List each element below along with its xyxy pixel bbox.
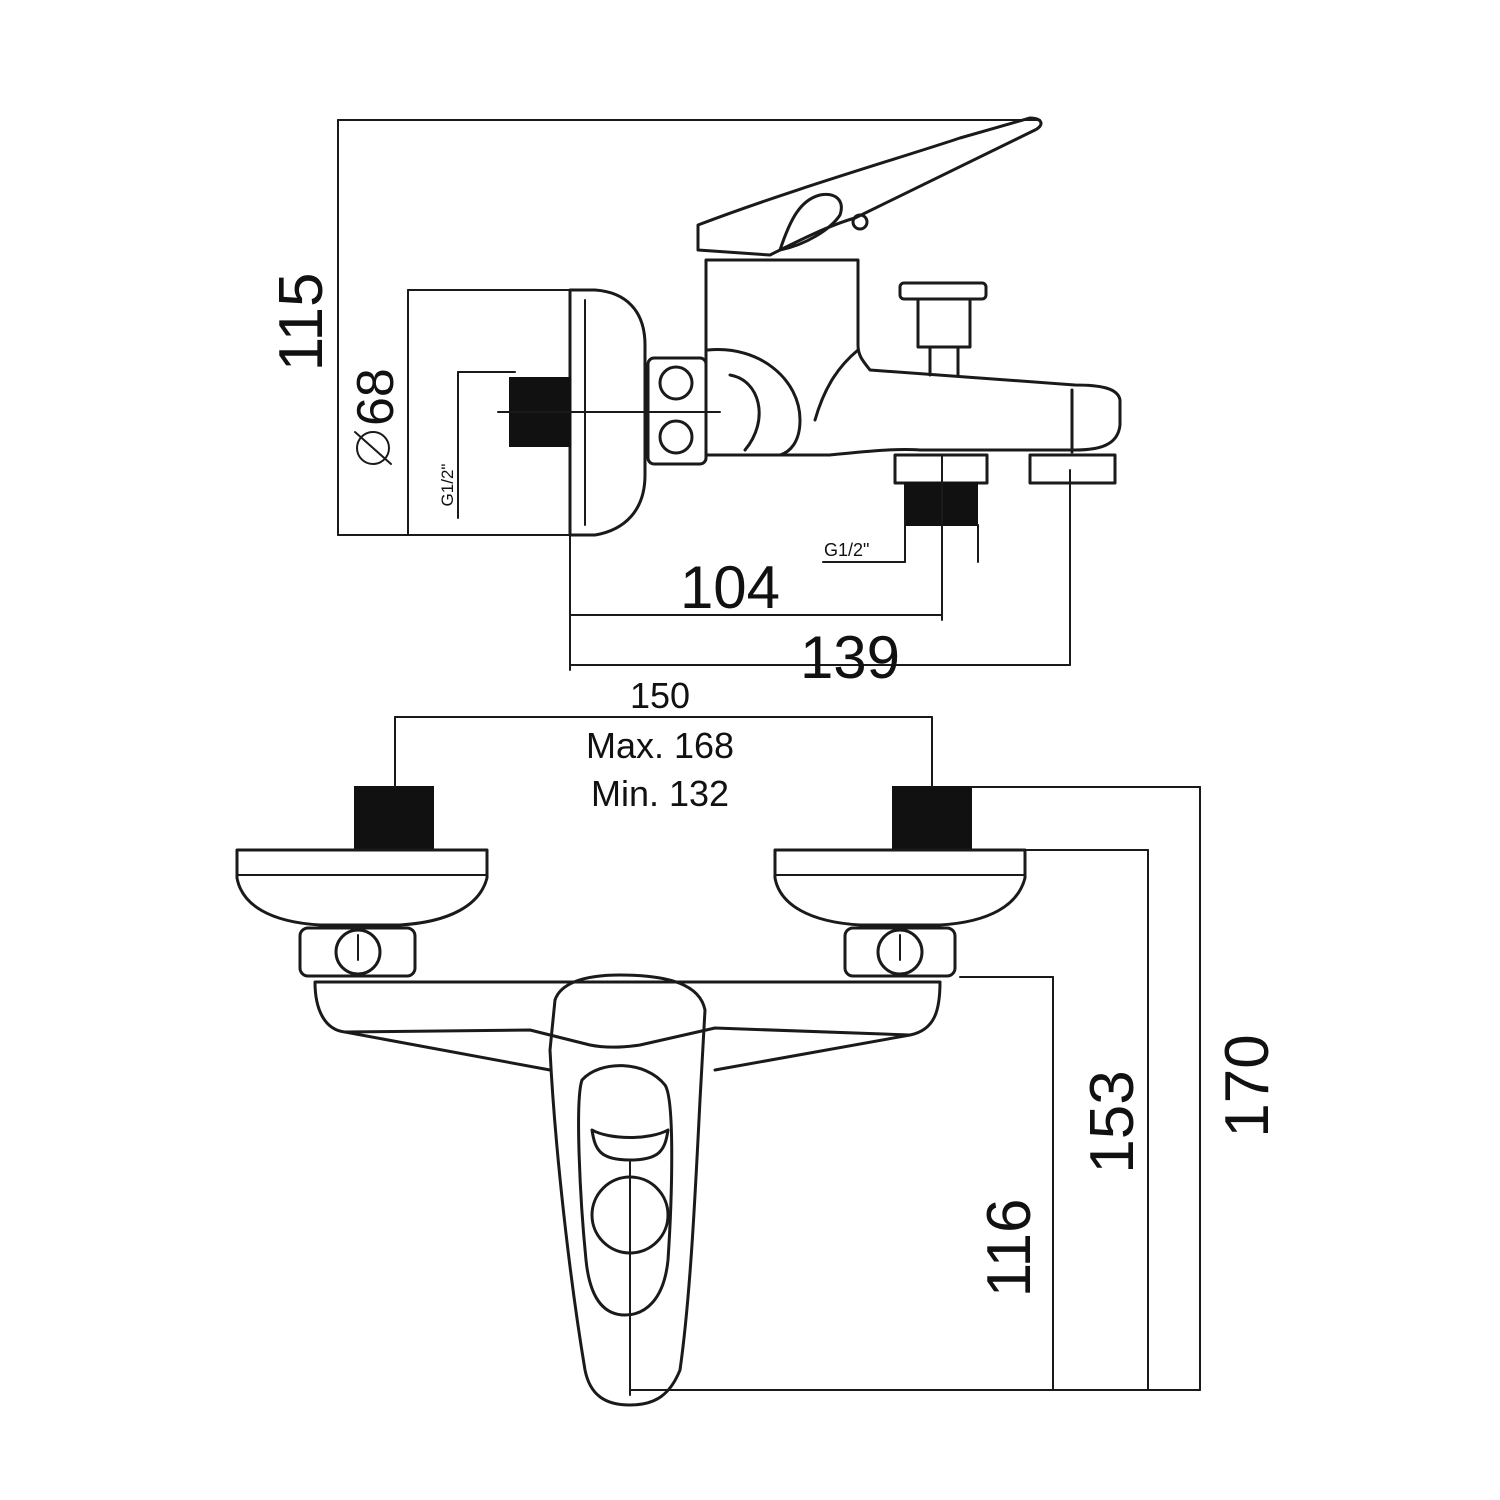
front-right-inlet-thread <box>892 786 972 851</box>
front-left-connector-nut <box>298 926 417 978</box>
front-view: 150 Max. 168 Min. 132 116 153 170 <box>235 675 1282 1407</box>
label-outlet-distance-104: 104 <box>680 554 780 621</box>
diameter-value: 68 <box>347 368 405 426</box>
side-wall-flange <box>568 288 647 537</box>
label-spout-length-139: 139 <box>800 624 900 691</box>
side-lever-cutout <box>778 192 843 252</box>
front-left-escutcheon <box>235 848 489 927</box>
label-center-min: Min. 132 <box>591 773 729 814</box>
side-body-contour <box>813 348 860 422</box>
diameter-symbol-slash <box>354 431 392 465</box>
side-mixer-body <box>704 258 1122 457</box>
side-diverter-curve <box>706 348 802 457</box>
front-mixer-body <box>313 980 942 1049</box>
label-height-115: 115 <box>267 273 336 372</box>
front-lever-opening <box>577 1064 674 1317</box>
side-view: 115 68 G1/2" G1/2" 104 139 <box>267 116 1122 691</box>
label-body-height-153: 153 <box>1078 1070 1147 1173</box>
front-left-inlet-thread <box>354 786 434 851</box>
label-overall-height-170: 170 <box>1213 1034 1282 1137</box>
front-right-arm-lower <box>713 1033 912 1072</box>
front-right-escutcheon <box>773 848 1027 927</box>
side-diverter-stem <box>916 297 972 349</box>
side-diverter-knob <box>898 281 988 301</box>
side-nut-hole-bottom <box>658 419 694 455</box>
front-right-connector-nut <box>843 926 957 978</box>
front-right-nut-hole <box>876 928 924 976</box>
front-lever-body <box>548 973 707 1407</box>
label-inlet-thread: G1/2" <box>438 464 457 507</box>
front-lever-grip <box>590 1128 670 1162</box>
label-outlet-thread: G1/2" <box>824 540 869 560</box>
front-left-nut-hole <box>334 928 382 976</box>
side-lever-screw <box>851 213 869 231</box>
label-center-max: Max. 168 <box>586 725 734 766</box>
label-spout-height-116: 116 <box>975 1199 1044 1298</box>
label-diameter-68: 68 <box>347 368 405 465</box>
side-nut-hole-top <box>658 365 694 401</box>
diameter-symbol-icon <box>356 431 390 465</box>
side-diverter-inner <box>728 373 761 452</box>
front-left-arm-lower <box>343 1030 552 1072</box>
side-lever-handle <box>696 116 1043 257</box>
label-center-distance-150: 150 <box>630 675 690 716</box>
side-spout-aerator <box>1028 453 1117 485</box>
